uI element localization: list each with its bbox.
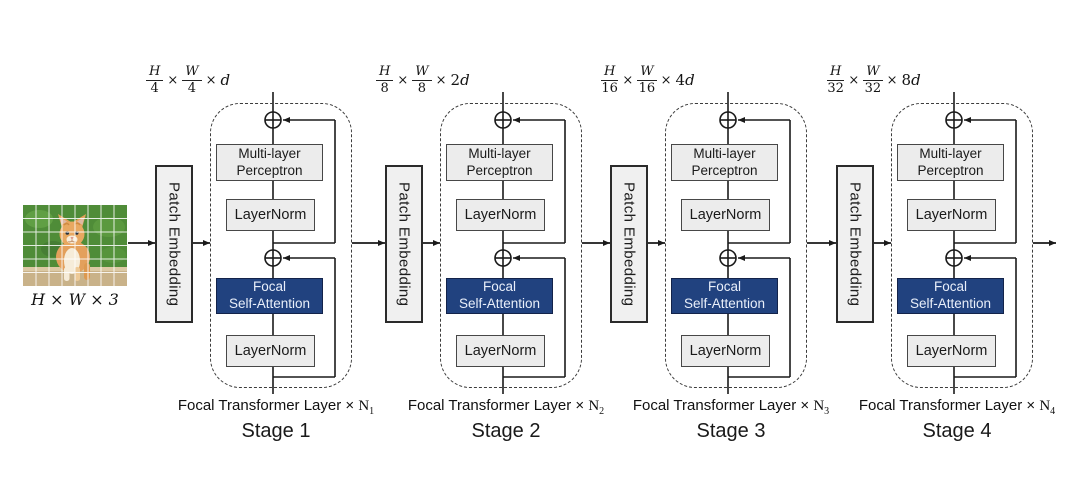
- layernorm-box: LayerNorm: [226, 199, 315, 231]
- input-dims-label: H × W × 3: [31, 290, 119, 309]
- patch-embedding-box: Patch Embedding: [385, 165, 423, 323]
- patch-embedding-box: Patch Embedding: [836, 165, 874, 323]
- stage-title: Stage 4: [922, 420, 992, 442]
- kitten-illustration: [56, 214, 90, 281]
- stage-title: Stage 1: [241, 420, 311, 442]
- focal-transformer-layer-container: [440, 103, 582, 388]
- layernorm-box: LayerNorm: [456, 199, 545, 231]
- patch-embedding-box: Patch Embedding: [155, 165, 193, 323]
- focal-transformer-layer-container: [891, 103, 1033, 388]
- layer-count-label: Focal Transformer Layer × N2: [407, 397, 605, 417]
- layernorm-box: LayerNorm: [681, 335, 770, 367]
- layernorm-box: LayerNorm: [907, 199, 996, 231]
- layer-count-label: Focal Transformer Layer × N1: [177, 397, 375, 417]
- layer-count-label: Focal Transformer Layer × N4: [858, 397, 1056, 417]
- patch-grid-overlay: [23, 205, 127, 286]
- focal-transformer-layer-container: [665, 103, 807, 388]
- layernorm-box: LayerNorm: [456, 335, 545, 367]
- stage-title: Stage 3: [696, 420, 766, 442]
- input-image-cat: [23, 205, 127, 286]
- patch-embedding-box: Patch Embedding: [610, 165, 648, 323]
- layernorm-box: LayerNorm: [226, 335, 315, 367]
- layernorm-box: LayerNorm: [907, 335, 996, 367]
- focal-transformer-layer-container: [210, 103, 352, 388]
- layer-count-label: Focal Transformer Layer × N3: [632, 397, 830, 417]
- layernorm-box: LayerNorm: [681, 199, 770, 231]
- stage-title: Stage 2: [471, 420, 541, 442]
